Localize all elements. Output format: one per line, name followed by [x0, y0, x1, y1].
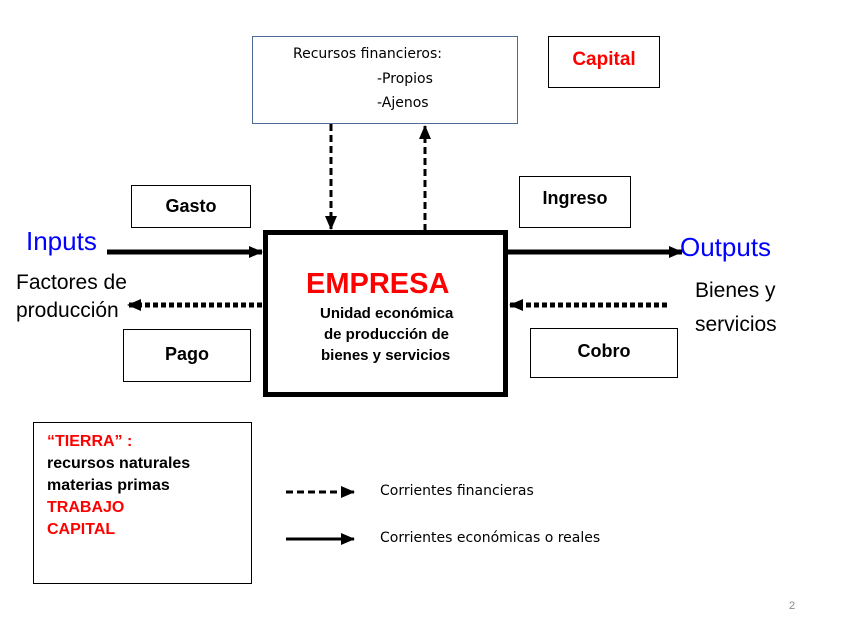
payment-box: Pago [123, 329, 251, 382]
production-factors-box: “TIERRA” : recursos naturales materias p… [33, 422, 252, 584]
income-box: Ingreso [519, 176, 631, 228]
factor-line-capital: CAPITAL [47, 521, 116, 538]
goods-label-line-2: servicios [695, 313, 777, 336]
financial-resources-title: Recursos financieros: [293, 46, 443, 62]
financial-item-own: -Propios [377, 71, 433, 87]
company-subtitle-line-3: bienes y servicios [321, 347, 451, 364]
factors-label-line-2: producción [16, 299, 119, 322]
legend-real-label: Corrientes económicas o reales [380, 530, 601, 546]
payment-label: Pago [164, 344, 209, 364]
factors-label-line-1: Factores de [16, 271, 127, 294]
company-subtitle-line-2: de producción de [324, 326, 450, 343]
company-title: EMPRESA [306, 268, 450, 300]
capital-box: Capital [548, 36, 660, 88]
company-box: EMPRESA Unidad económica de producción d… [263, 230, 508, 397]
capital-label: Capital [572, 49, 636, 70]
inputs-label: Inputs [26, 226, 97, 256]
company-subtitle-line-1: Unidad económica [320, 305, 454, 322]
page-number: 2 [789, 600, 796, 612]
expense-box: Gasto [131, 185, 251, 228]
factor-line-natural-resources: recursos naturales [47, 455, 191, 472]
financial-resources-box: Recursos financieros: -Propios -Ajenos [252, 36, 518, 124]
factor-line-labor: TRABAJO [47, 499, 125, 516]
outputs-label: Outputs [680, 232, 772, 262]
factor-line-raw-materials: materias primas [47, 477, 170, 494]
collection-box: Cobro [530, 328, 678, 378]
goods-label-line-1: Bienes y [695, 279, 776, 302]
factor-line-land: “TIERRA” : [47, 433, 133, 450]
collection-label: Cobro [577, 341, 631, 361]
legend-financial-label: Corrientes financieras [380, 483, 534, 499]
financial-item-external: -Ajenos [377, 95, 429, 111]
expense-label: Gasto [165, 196, 217, 216]
income-label: Ingreso [542, 188, 608, 208]
